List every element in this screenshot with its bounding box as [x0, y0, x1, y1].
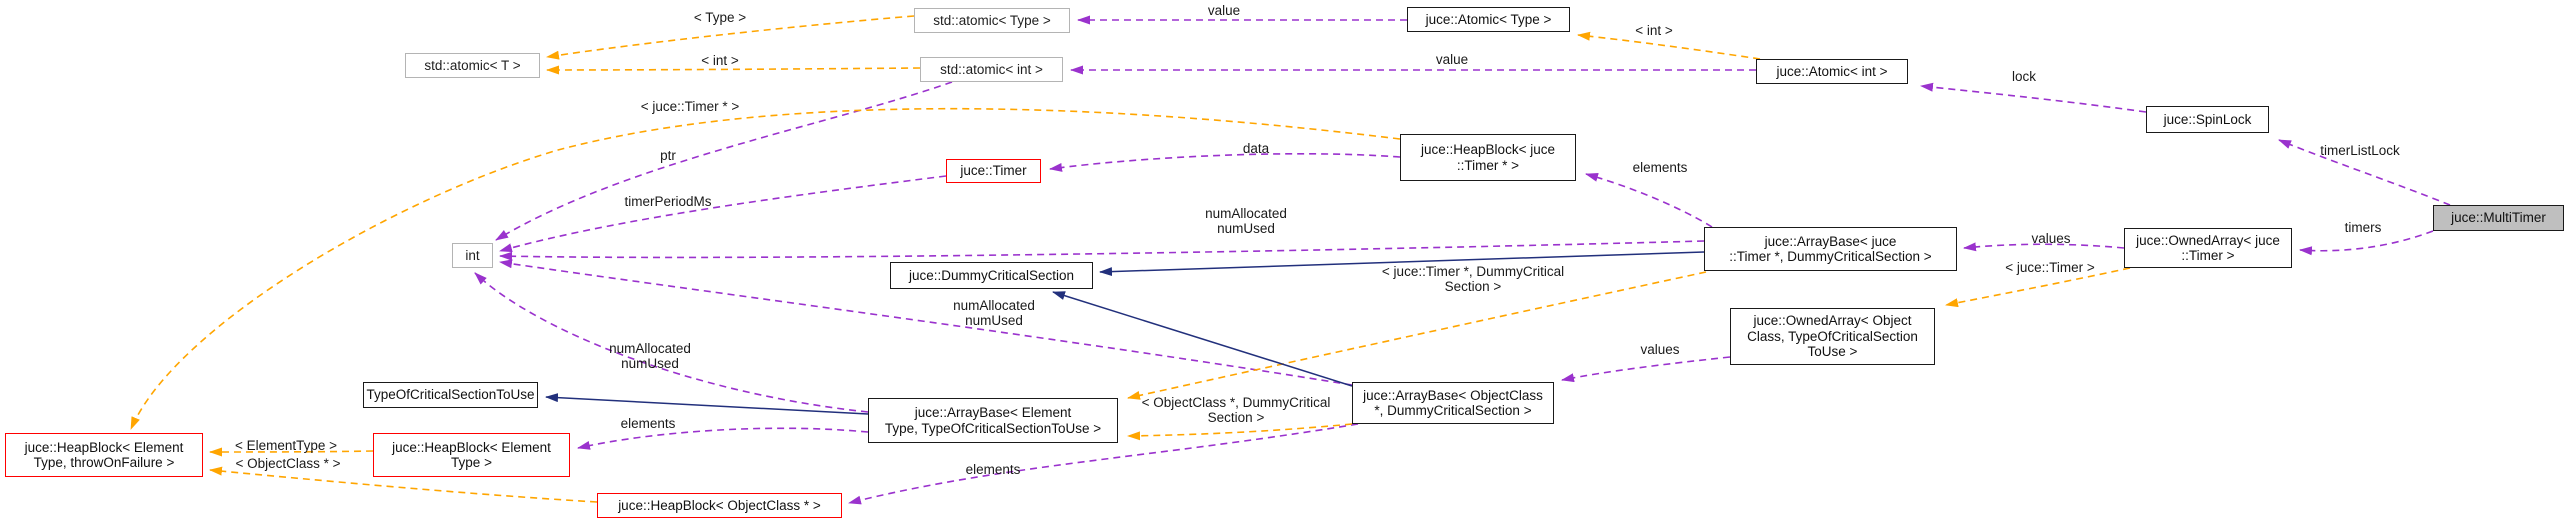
edge-tpl-objectclass-dcs: [1127, 423, 1353, 441]
node-std-atomic-t[interactable]: std::atomic< T >: [405, 53, 540, 78]
edge-inherit-arraybase-element: [545, 393, 869, 415]
edge-ptr: [495, 81, 953, 241]
node-juce-multitimer[interactable]: juce::MultiTimer: [2433, 205, 2564, 231]
edge-elements-1: [1585, 172, 1713, 228]
edge-numallocated-1: [499, 240, 1705, 261]
node-juce-heapblock-element[interactable]: juce::HeapBlock< Element Type >: [373, 433, 570, 477]
node-int[interactable]: int: [452, 243, 493, 268]
node-juce-atomic-int[interactable]: juce::Atomic< int >: [1756, 59, 1908, 84]
edge-timers: [2299, 230, 2434, 256]
edge-tpl-juce-timer: [1945, 267, 2131, 308]
edge-elements-2: [577, 427, 869, 450]
edge-values-1: [1963, 242, 2125, 252]
node-std-atomic-int[interactable]: std::atomic< int >: [920, 57, 1063, 82]
edge-inherit-arraybase-timer: [1099, 251, 1705, 277]
edge-tpl-int-1: [546, 65, 921, 75]
node-juce-arraybase-timer[interactable]: juce::ArrayBase< juce ::Timer *, DummyCr…: [1704, 227, 1957, 271]
node-juce-arraybase-element[interactable]: juce::ArrayBase< Element Type, TypeOfCri…: [868, 398, 1118, 443]
edge-tpl-int-2: [1577, 31, 1761, 60]
node-juce-atomic-type[interactable]: juce::Atomic< Type >: [1407, 7, 1570, 32]
node-juce-heapblock-element-throw[interactable]: juce::HeapBlock< Element Type, throwOnFa…: [5, 433, 203, 477]
edge-data: [1049, 152, 1401, 172]
edge-timerperiodms: [499, 175, 947, 253]
edge-elements-3: [848, 423, 1359, 505]
edge-values-2: [1561, 356, 1731, 383]
node-juce-ownedarray-objectclass[interactable]: juce::OwnedArray< Object Class, TypeOfCr…: [1730, 308, 1935, 365]
edge-tpl-elementtype: [209, 447, 374, 457]
node-juce-arraybase-objectclass[interactable]: juce::ArrayBase< ObjectClass *, DummyCri…: [1352, 382, 1554, 424]
edge-tpl-type: [546, 15, 915, 60]
node-juce-timer[interactable]: juce::Timer: [946, 159, 1041, 183]
edge-tpl-timer-dcs: [1127, 271, 1707, 400]
edge-inherit-arraybase-objectclass: [1052, 291, 1353, 387]
edge-numallocated-3: [474, 272, 869, 413]
edge-tpl-objectclass: [209, 466, 598, 503]
node-juce-spinlock[interactable]: juce::SpinLock: [2146, 106, 2269, 133]
node-juce-heapblock-objectclass[interactable]: juce::HeapBlock< ObjectClass * >: [597, 493, 842, 518]
edge-lock: [1920, 82, 2147, 113]
node-std-atomic-type[interactable]: std::atomic< Type >: [914, 8, 1070, 33]
edge-tpl-juce-timer-ptr: [130, 107, 1401, 430]
node-typeofcriticalsectiontouse[interactable]: TypeOfCriticalSectionToUse: [363, 382, 538, 408]
node-juce-ownedarray-timer[interactable]: juce::OwnedArray< juce ::Timer >: [2124, 228, 2292, 268]
edge-numallocated-2: [499, 259, 1353, 386]
edge-timerlistlock: [2278, 139, 2451, 206]
node-juce-heapblock-timer[interactable]: juce::HeapBlock< juce ::Timer * >: [1400, 134, 1576, 181]
node-juce-dummycriticalsection[interactable]: juce::DummyCriticalSection: [890, 262, 1093, 289]
